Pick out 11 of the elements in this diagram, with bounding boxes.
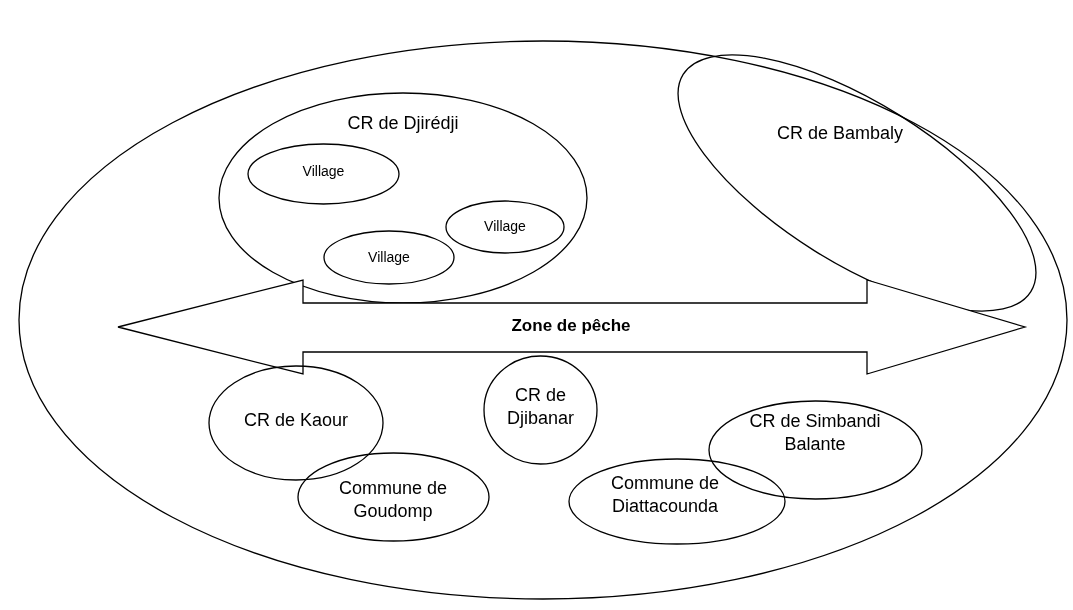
area-label: Commune de Diattacounda [609,472,721,517]
area-label: Village [301,163,346,181]
area-label: CR de Bambaly [775,122,905,145]
area-label: CR de Djirédji [346,112,460,135]
area-label: Commune de Goudomp [337,477,449,522]
area-label: CR de Simbandi Balante [748,410,882,455]
area-label: CR de Kaour [242,409,350,432]
area-label: Village [483,218,527,236]
area-label: Village [367,249,411,267]
area-label: CR de Djibanar [505,384,575,429]
arrow-label: Zone de pêche [510,315,632,337]
